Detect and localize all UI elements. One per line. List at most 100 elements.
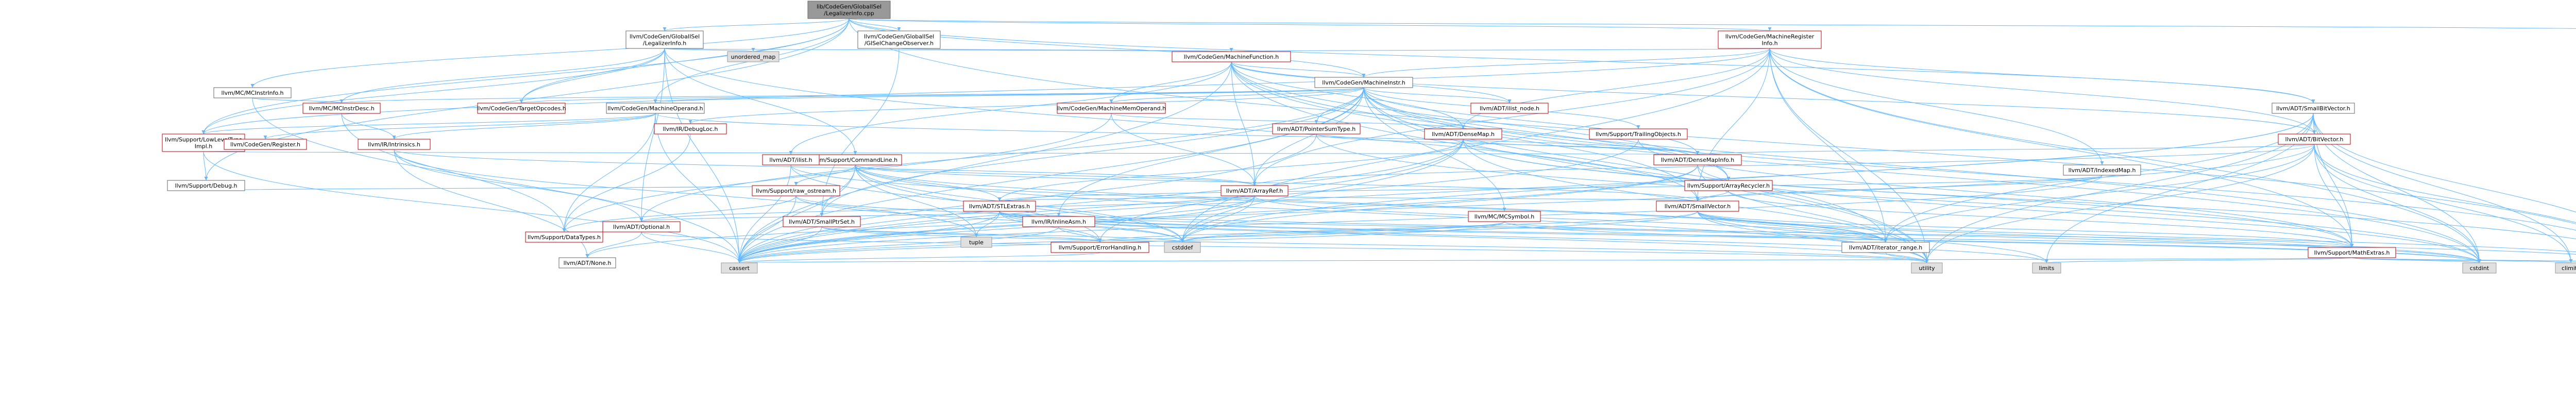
- node-smallptrset[interactable]: llvm/ADT/SmallPtrSet.h: [783, 216, 861, 227]
- node-adt_ilist[interactable]: llvm/ADT/ilist.h: [762, 154, 820, 165]
- node-adt_none[interactable]: llvm/ADT/None.h: [558, 257, 616, 269]
- edge-machineregisterinfo-to-smallvector: [1696, 48, 1770, 202]
- node-errorhandling[interactable]: llvm/Support/ErrorHandling.h: [1050, 242, 1149, 253]
- edge-gisel_changeobserver-to-machinefunction: [899, 47, 1232, 52]
- node-arrayrecycler[interactable]: llvm/Support/ArrayRecycler.h: [1684, 180, 1773, 191]
- node-label: Info.h: [1761, 40, 1777, 47]
- edge-machinefunction-to-machinememoperand: [1109, 61, 1232, 104]
- node-box: [963, 200, 1036, 212]
- edge-machineregisterinfo-to-machineinstr: [1362, 48, 1770, 78]
- node-targetopcodes[interactable]: llvm/CodeGen/TargetOpcodes.h: [477, 103, 566, 114]
- edge-gisel_legalizerinfo-to-unordered_map: [664, 47, 755, 52]
- edge-machineinstr-to-ilist_node: [1363, 87, 1512, 104]
- edge-machineinstr-to-cstdint: [1363, 87, 2481, 263]
- node-label: llvm/ADT/PointerSumType.h: [1277, 126, 1355, 132]
- node-inlineasm[interactable]: llvm/IR/InlineAsm.h: [1022, 216, 1095, 227]
- node-machineinstr[interactable]: llvm/CodeGen/MachineInstr.h: [1314, 77, 1413, 88]
- edge-machineregisterinfo-to-lowleveltype: [201, 48, 1770, 135]
- edge-root-to-machineinstr: [849, 18, 1366, 78]
- edge-mathextras-to-cstdint: [2351, 257, 2481, 263]
- edge-pointersumtype-to-cassert: [737, 133, 1317, 263]
- edge-indexedmap-to-cassert: [737, 175, 2103, 263]
- node-bitvector[interactable]: llvm/ADT/BitVector.h: [2278, 133, 2351, 145]
- node-gisel_legalizerinfo[interactable]: llvm/CodeGen/GlobalISel/LegalizerInfo.h: [625, 30, 704, 49]
- node-gisel_changeobserver[interactable]: llvm/CodeGen/GlobalISel/GISelChangeObser…: [857, 30, 941, 49]
- node-root[interactable]: lib/CodeGen/GlobalISel/LegalizerInfo.cpp: [807, 1, 891, 19]
- node-label: llvm/CodeGen/MachineOperand.h: [607, 105, 703, 112]
- node-label: llvm/CodeGen/TargetOpcodes.h: [477, 105, 566, 112]
- edge-commandline-to-cassert: [737, 164, 856, 263]
- node-box: [1057, 103, 1166, 114]
- edge-machineinstr-to-machineoperand: [654, 87, 1364, 104]
- edge-densemap-to-densemapinfo: [1463, 139, 1700, 155]
- node-machinememoperand[interactable]: llvm/CodeGen/MachineMemOperand.h: [1057, 103, 1166, 114]
- node-label: llvm/ADT/None.h: [564, 260, 612, 266]
- node-mcinstrdesc[interactable]: llvm/MC/MCInstrDesc.h: [302, 103, 381, 114]
- node-box: [358, 139, 431, 150]
- node-label: llvm/Support/raw_ostream.h: [756, 188, 836, 194]
- node-box: [167, 180, 245, 191]
- edge-stlextras-to-cassert: [737, 211, 1000, 263]
- edge-root-to-gisel_changeobserver: [849, 18, 901, 31]
- edge-machineregisterinfo-to-smallbitvector: [1769, 48, 2315, 104]
- node-indexedmap[interactable]: llvm/ADT/IndexedMap.h: [2063, 164, 2141, 176]
- node-cassert: cassert: [721, 262, 758, 274]
- node-mcinstrinfo[interactable]: llvm/MC/MCInstrInfo.h: [213, 87, 292, 98]
- node-box: [1272, 123, 1361, 135]
- node-label: llvm/ADT/IndexedMap.h: [2069, 167, 2136, 174]
- edge-densemap-to-cassert: [737, 139, 1464, 263]
- node-stlextras[interactable]: llvm/ADT/STLExtras.h: [963, 200, 1036, 212]
- edge-densemapinfo-to-cstddef: [1180, 164, 1698, 243]
- node-mcsymbol[interactable]: llvm/MC/MCSymbol.h: [1468, 211, 1541, 222]
- node-label: llvm/MC/MCSymbol.h: [1475, 213, 1535, 220]
- node-commandline[interactable]: llvm/Support/CommandLine.h: [808, 154, 902, 165]
- node-arrayref[interactable]: llvm/ADT/ArrayRef.h: [1221, 185, 1289, 196]
- node-smallbitvector[interactable]: llvm/ADT/SmallBitVector.h: [2272, 103, 2355, 114]
- node-box: [1314, 77, 1413, 88]
- node-datatypes[interactable]: llvm/Support/DataTypes.h: [525, 231, 603, 243]
- node-limits: limits: [2032, 262, 2061, 274]
- node-box: [224, 139, 307, 150]
- node-box: [1022, 216, 1095, 227]
- node-mathextras[interactable]: llvm/Support/MathExtras.h: [2308, 247, 2396, 258]
- node-trailingobjects[interactable]: llvm/Support/TrailingObjects.h: [1589, 128, 1688, 140]
- edge-machineinstr-to-densemapinfo: [1363, 87, 1700, 155]
- edge-machinememoperand-to-arrayref: [1111, 113, 1257, 186]
- node-box: [1684, 180, 1773, 191]
- node-label: /GISelChangeObserver.h: [865, 40, 934, 47]
- node-iterator_range[interactable]: llvm/ADT/iterator_range.h: [1841, 242, 1930, 253]
- node-label: Impl.h: [195, 143, 212, 150]
- edge-adt_ilist-to-cassert: [737, 164, 791, 263]
- node-pointersumtype[interactable]: llvm/ADT/PointerSumType.h: [1272, 123, 1361, 135]
- node-climits: climits: [2555, 262, 2576, 274]
- node-support_debug[interactable]: llvm/Support/Debug.h: [167, 180, 245, 191]
- node-adt_optional[interactable]: llvm/ADT/Optional.h: [602, 221, 681, 232]
- edge-smallvector-to-cstddef: [1180, 211, 1698, 243]
- node-raw_ostream[interactable]: llvm/Support/raw_ostream.h: [752, 185, 840, 196]
- edge-machinefunction-to-utility: [1231, 61, 1929, 263]
- node-ir_intrinsics[interactable]: llvm/IR/Intrinsics.h: [358, 139, 431, 150]
- edge-smallbitvector-to-cstddef: [1180, 113, 2314, 243]
- node-codegen_register[interactable]: llvm/CodeGen/Register.h: [224, 139, 307, 150]
- edge-machineinstr-to-mcinstrdesc: [340, 87, 1364, 104]
- node-smallvector[interactable]: llvm/ADT/SmallVector.h: [1656, 200, 1739, 212]
- node-densemap[interactable]: llvm/ADT/DenseMap.h: [1424, 128, 1502, 140]
- edge-machinememoperand-to-densemap: [1111, 113, 1465, 129]
- node-machinefunction[interactable]: llvm/CodeGen/MachineFunction.h: [1172, 51, 1291, 62]
- edge-bitvector-to-cstdint: [2314, 144, 2481, 263]
- node-label: /LegalizerInfo.h: [643, 40, 686, 47]
- node-densemapinfo[interactable]: llvm/ADT/DenseMapInfo.h: [1653, 154, 1742, 165]
- node-box: [1221, 185, 1289, 196]
- node-ilist_node[interactable]: llvm/ADT/ilist_node.h: [1470, 103, 1549, 114]
- edge-bitvector-to-cassert: [737, 144, 2315, 263]
- node-ir_debugloc[interactable]: llvm/IR/DebugLoc.h: [654, 123, 727, 135]
- node-machineoperand[interactable]: llvm/CodeGen/MachineOperand.h: [606, 103, 705, 114]
- edge-adt_optional-to-adt_none: [585, 231, 642, 258]
- node-label: llvm/ADT/STLExtras.h: [969, 203, 1030, 210]
- edge-arrayref-to-adt_optional: [639, 195, 1255, 222]
- edge-smallbitvector-to-algorithm: [2313, 113, 2576, 213]
- edge-root-to-mcinstrinfo: [250, 18, 850, 88]
- edge-machineoperand-to-datatypes: [562, 113, 656, 232]
